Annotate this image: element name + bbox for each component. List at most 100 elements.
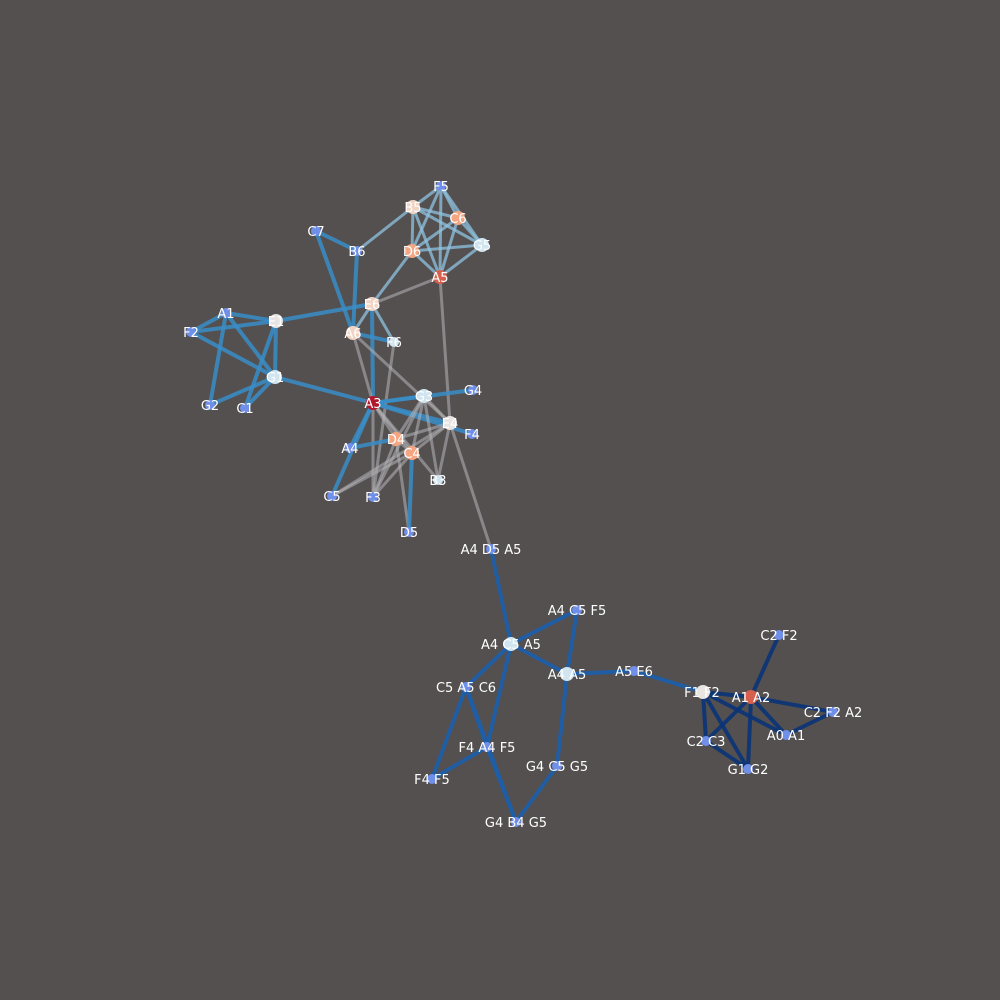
node-a5[interactable] xyxy=(433,270,447,284)
node-label-f4a4f5: F4 A4 F5 xyxy=(459,741,516,756)
node-d4[interactable] xyxy=(389,432,403,446)
node-a4c5f5[interactable] xyxy=(572,605,582,615)
edge-f1f2-c2c3 xyxy=(701,690,708,743)
node-g4b4g5[interactable] xyxy=(511,817,521,827)
node-e6[interactable] xyxy=(365,297,379,311)
node-a4c5a5[interactable] xyxy=(504,637,518,651)
node-d5[interactable] xyxy=(404,527,414,537)
node-c6[interactable] xyxy=(451,211,465,225)
node-g1[interactable] xyxy=(268,370,282,384)
node-label-g1g2: G1 G2 xyxy=(728,763,769,778)
node-a4a5[interactable] xyxy=(560,667,574,681)
node-g3[interactable] xyxy=(417,389,431,403)
node-f2[interactable] xyxy=(186,327,196,337)
node-a0a1[interactable] xyxy=(781,730,791,740)
edge-a1-e1 xyxy=(224,311,278,323)
node-f4[interactable] xyxy=(467,429,477,439)
node-f5[interactable] xyxy=(436,181,446,191)
node-c5a5c6[interactable] xyxy=(461,682,471,692)
node-e1[interactable] xyxy=(269,314,283,328)
node-g4[interactable] xyxy=(468,385,478,395)
node-label-c2f2: C2 F2 xyxy=(760,629,797,644)
node-a1a2[interactable] xyxy=(744,690,758,704)
edge-e4-a4d5a5 xyxy=(448,421,493,551)
edge-a4c5a5-f4a4f5 xyxy=(485,642,513,749)
node-b6[interactable] xyxy=(352,246,362,256)
node-f4a4f5[interactable] xyxy=(482,742,492,752)
node-f4f5[interactable] xyxy=(427,774,437,784)
node-label-c2c3: C2 C3 xyxy=(687,735,726,750)
node-e4[interactable] xyxy=(443,416,457,430)
edge-e1-f2 xyxy=(189,319,278,334)
node-label-c5: C5 xyxy=(323,490,340,505)
node-g1g2[interactable] xyxy=(743,764,753,774)
node-a3[interactable] xyxy=(366,396,380,410)
node-c7[interactable] xyxy=(311,226,321,236)
edge-g3-c4 xyxy=(410,394,426,455)
node-d6[interactable] xyxy=(405,244,419,258)
node-g5[interactable] xyxy=(475,238,489,252)
edge-f1f2-a1a2 xyxy=(701,690,753,699)
node-label-a1: A1 xyxy=(217,307,234,322)
node-c5[interactable] xyxy=(327,491,337,501)
edge-c7-b6 xyxy=(314,229,359,253)
edge-f1f2-a0a1 xyxy=(701,690,788,737)
node-label-g4c5g5: G4 C5 G5 xyxy=(526,760,588,775)
node-label-c2f2a2: C2 F2 A2 xyxy=(804,706,863,721)
edge-b6-a6 xyxy=(351,249,359,335)
edge-a6-a3 xyxy=(351,331,375,405)
nodes-layer xyxy=(186,181,838,827)
edge-g1-a3 xyxy=(273,375,375,405)
edge-a5e6-f1f2 xyxy=(632,669,705,694)
edge-a1a2-c2c3 xyxy=(704,695,753,743)
edge-f4a4f5-g4b4g5 xyxy=(485,745,518,824)
edge-a4c5a5-a4a5 xyxy=(509,642,569,676)
node-b5[interactable] xyxy=(406,200,420,214)
node-label-e1: E1 xyxy=(268,315,285,330)
node-label-c7: C7 xyxy=(307,225,324,240)
edge-a5-e6 xyxy=(370,275,442,306)
edge-c2f2a2-a0a1 xyxy=(784,710,835,737)
edge-a1a2-c2f2a2 xyxy=(749,695,835,714)
node-label-b6: B6 xyxy=(348,245,365,260)
node-a5e6[interactable] xyxy=(629,666,639,676)
edge-e6-a3 xyxy=(370,302,375,405)
edge-c2c3-g1g2 xyxy=(704,739,750,771)
node-label-a5: A5 xyxy=(431,271,448,286)
node-b3[interactable] xyxy=(433,475,443,485)
node-c2f2[interactable] xyxy=(774,630,784,640)
node-a6[interactable] xyxy=(346,326,360,340)
edge-e1-g1 xyxy=(273,319,278,379)
node-c1[interactable] xyxy=(240,403,250,413)
edge-a1-f2 xyxy=(189,311,228,334)
node-a1[interactable] xyxy=(221,308,231,318)
node-f3[interactable] xyxy=(368,492,378,502)
node-label-c1: C1 xyxy=(236,402,253,417)
edge-a4d5a5-a4c5a5 xyxy=(489,547,513,646)
node-c2c3[interactable] xyxy=(701,736,711,746)
node-label-b3: B3 xyxy=(429,474,446,489)
edge-a3-b3 xyxy=(371,401,440,482)
node-label-b5: B5 xyxy=(404,201,421,216)
node-f6[interactable] xyxy=(389,337,399,347)
edge-c5a5c6-f4f5 xyxy=(430,685,468,781)
node-g4c5g5[interactable] xyxy=(552,761,562,771)
node-a4[interactable] xyxy=(345,443,355,453)
node-label-g5: G5 xyxy=(473,239,491,254)
node-label-g3: G3 xyxy=(415,390,433,405)
node-f1f2[interactable] xyxy=(696,685,710,699)
node-a4d5a5[interactable] xyxy=(486,544,496,554)
node-c2f2a2[interactable] xyxy=(828,707,838,717)
edge-c7-a6 xyxy=(314,229,355,335)
node-g2[interactable] xyxy=(205,400,215,410)
node-label-a6: A6 xyxy=(344,327,361,342)
node-label-a5e6: A5 E6 xyxy=(615,665,653,680)
edge-a1-g1 xyxy=(224,311,277,379)
edge-e4-b3 xyxy=(436,421,452,482)
node-label-f6: F6 xyxy=(386,336,402,351)
edge-b5-b6 xyxy=(355,205,415,253)
node-label-f4f5: F4 F5 xyxy=(414,773,450,788)
node-label-g4b4g5: G4 B4 G5 xyxy=(485,816,547,831)
node-c4[interactable] xyxy=(405,446,419,460)
